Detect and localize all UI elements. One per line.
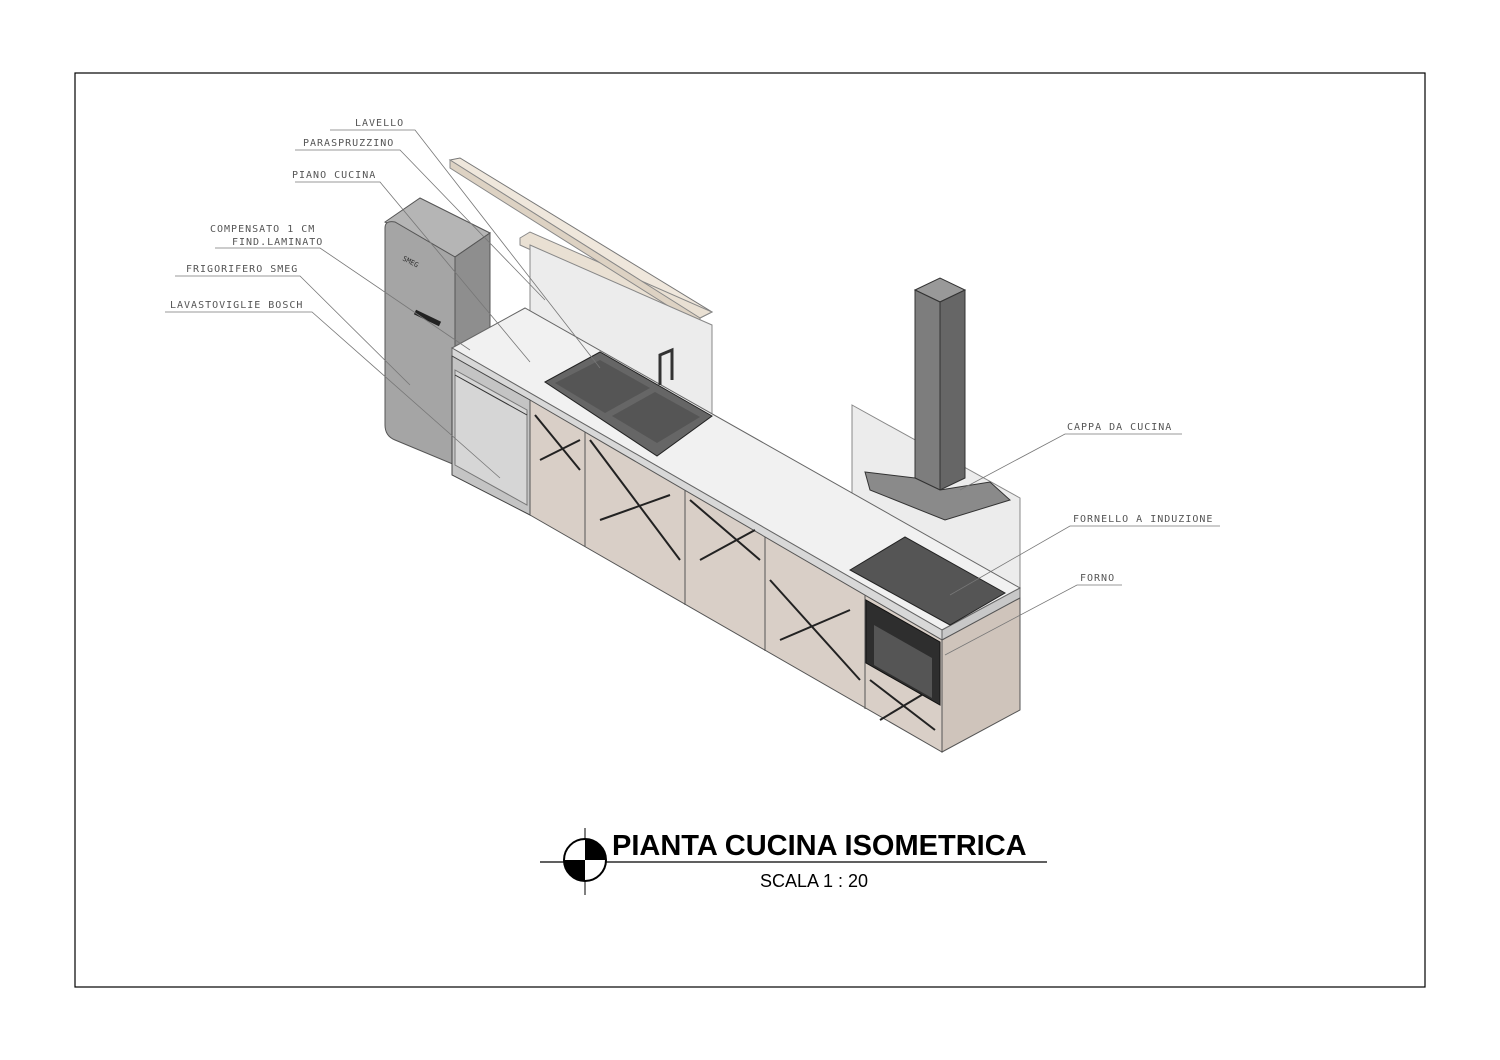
- label-lavastoviglie: LAVASTOVIGLIE BOSCH: [170, 300, 303, 311]
- fridge: SMEG: [384, 197, 491, 466]
- label-frigorifero: FRIGORIFERO SMEG: [186, 264, 298, 275]
- sheet-border: [74, 72, 1426, 988]
- sink: [544, 347, 713, 457]
- cooker-hood: [864, 277, 1011, 521]
- drawing-title: PIANTA CUCINA ISOMETRICA: [612, 830, 1027, 862]
- title-block: PIANTA CUCINA ISOMETRICA SCALA 1 : 20: [540, 828, 1047, 895]
- section-marker-icon: [563, 828, 607, 895]
- induction-hob: [848, 536, 1007, 626]
- label-lavello: LAVELLO: [355, 118, 404, 129]
- label-cappa: CAPPA DA CUCINA: [1067, 422, 1172, 433]
- label-forno: FORNO: [1080, 573, 1115, 584]
- label-fornello: FORNELLO A INDUZIONE: [1073, 514, 1213, 525]
- annotation-leaders: [165, 129, 1220, 656]
- label-finitura-laminato: FIND.LAMINATO: [232, 237, 323, 248]
- label-piano-cucina: PIANO CUCINA: [292, 170, 376, 181]
- dishwasher: [451, 355, 531, 516]
- oven: [865, 599, 941, 706]
- label-paraspruzzino: PARASPRUZZINO: [303, 138, 394, 149]
- label-compensato: COMPENSATO 1 CM: [210, 224, 315, 235]
- base-cabinets: [529, 399, 1021, 753]
- wall-shelf: [448, 157, 714, 327]
- drawing-scale: SCALA 1 : 20: [760, 871, 868, 891]
